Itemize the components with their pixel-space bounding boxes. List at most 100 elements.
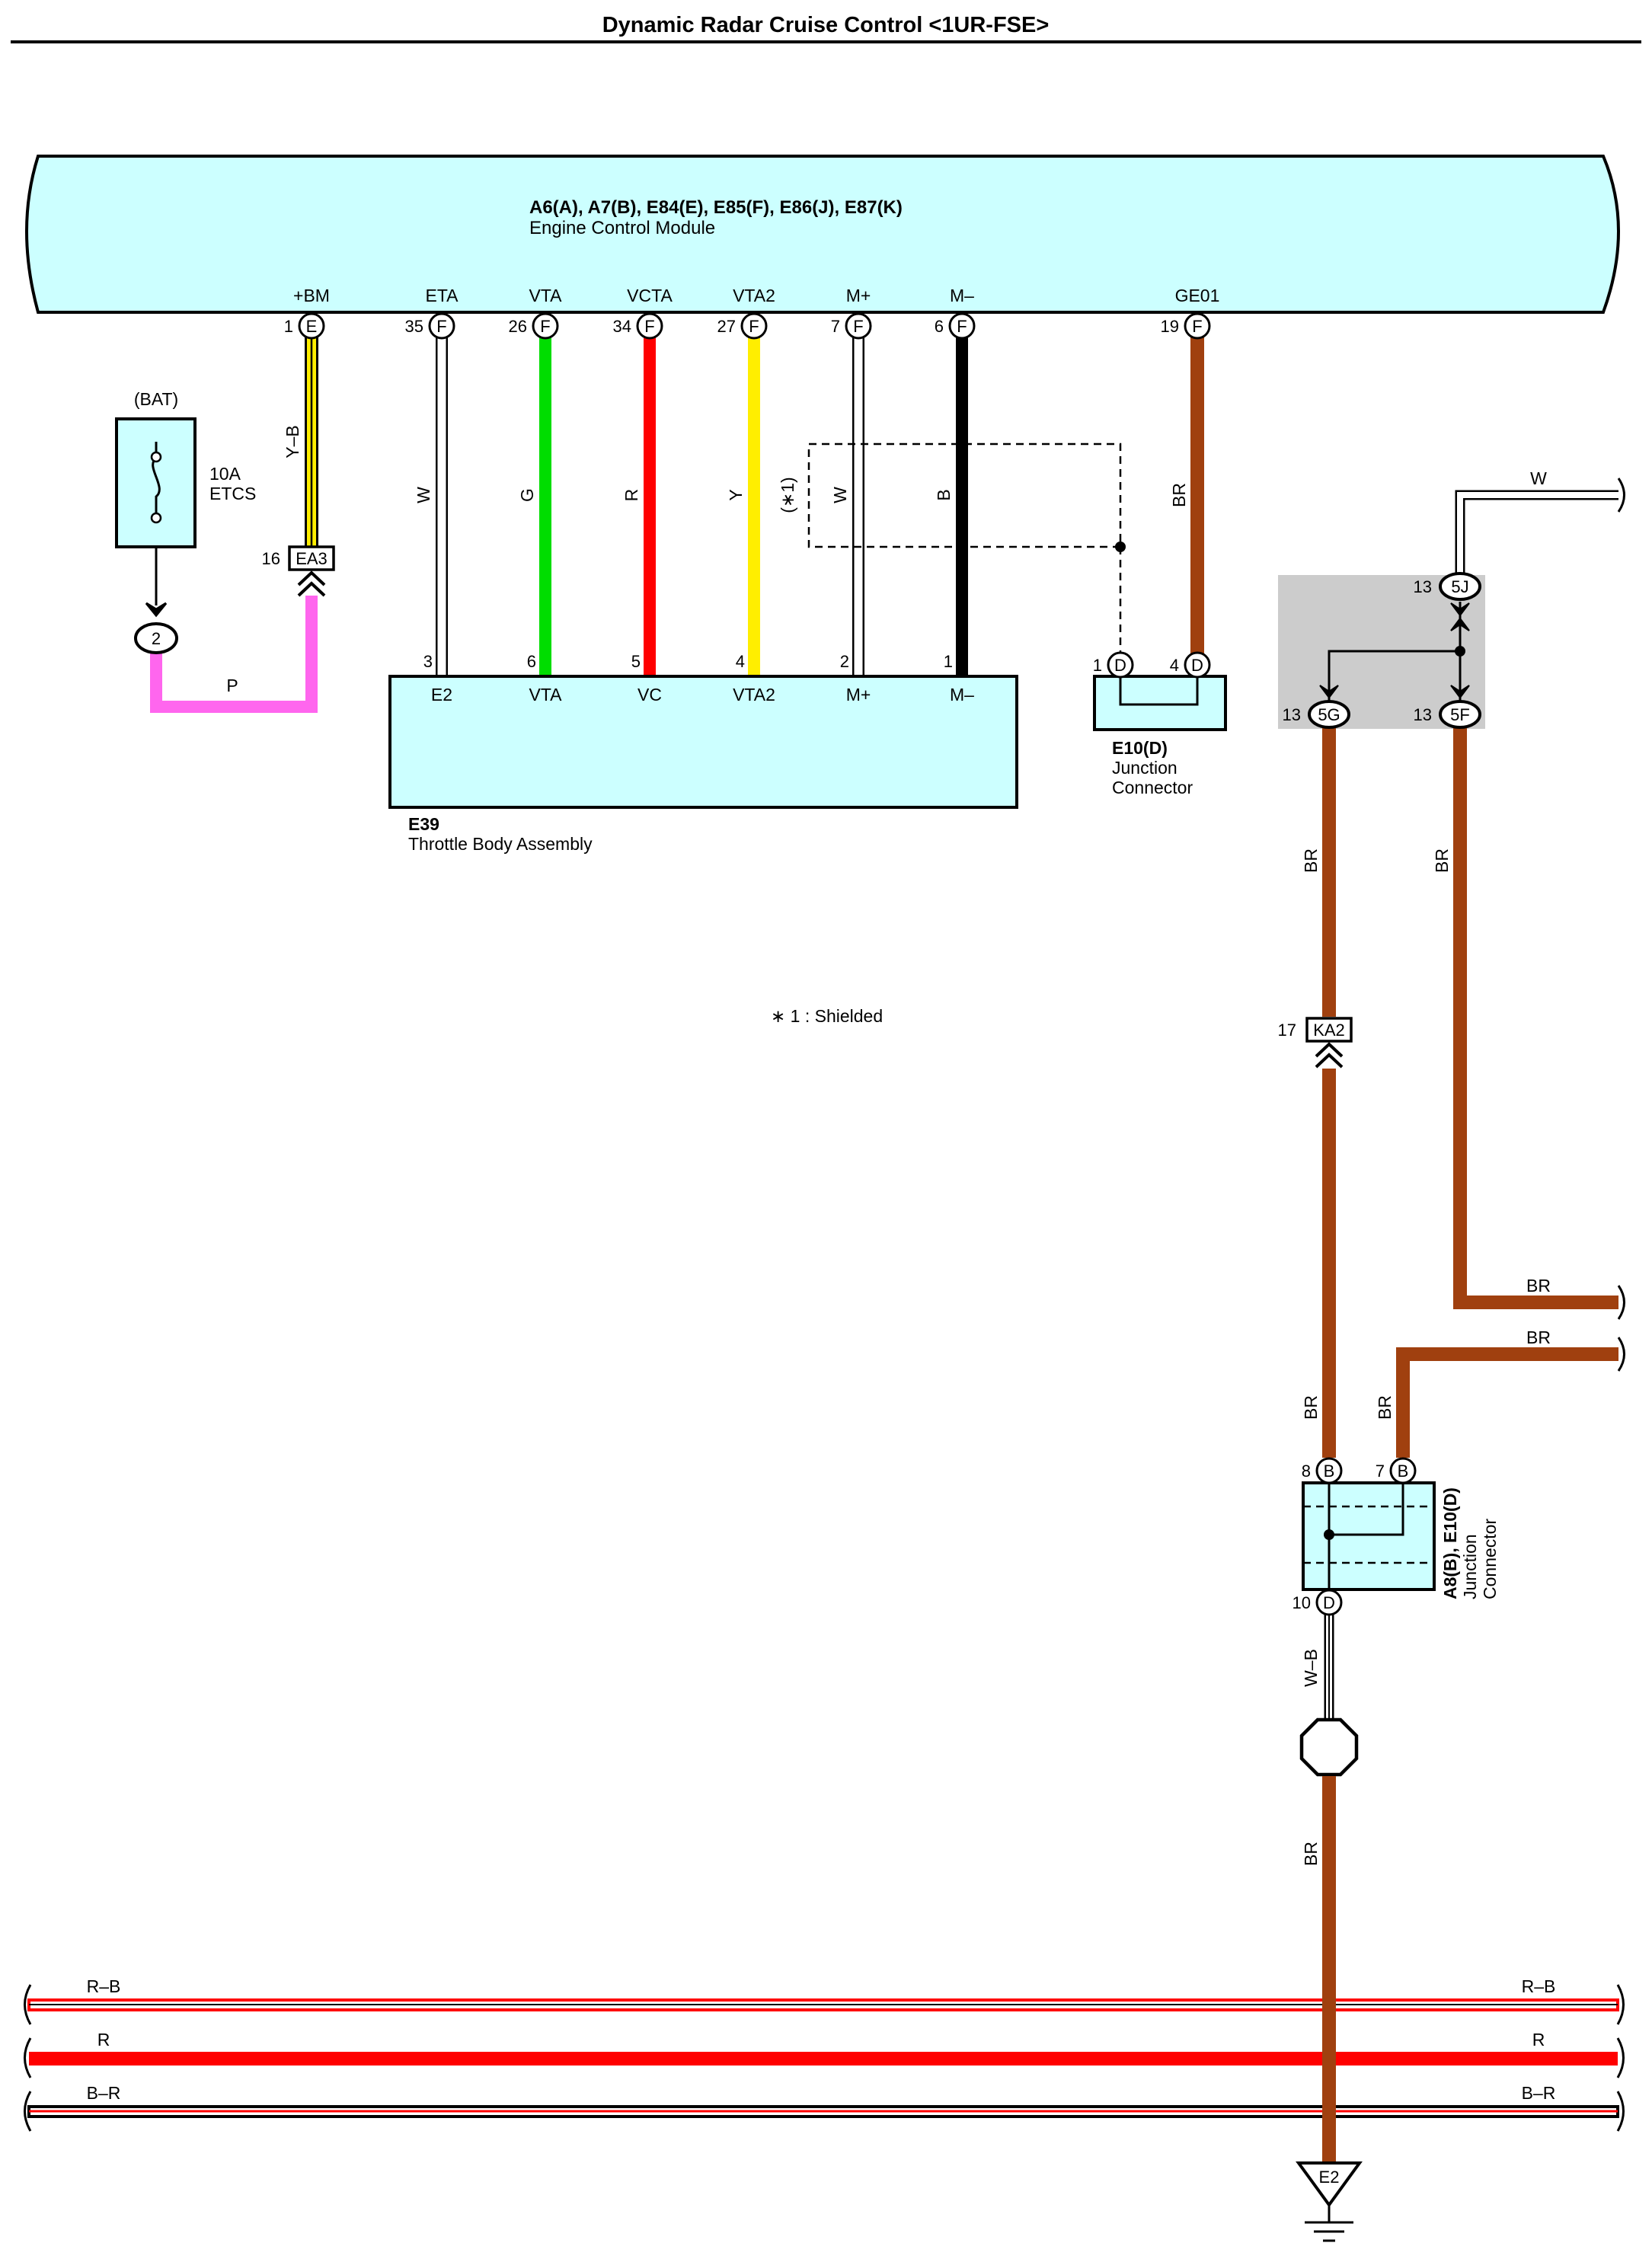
- wire-br-in-break-icon: [1617, 1337, 1625, 1372]
- throttle-pin-label-vta2: VTA2: [733, 685, 775, 704]
- e10-pin-num-4: 4: [1170, 656, 1179, 675]
- ecm-name: Engine Control Module: [529, 218, 715, 238]
- joint-bus-branch: [1328, 650, 1460, 701]
- a8-pin-conn-10: D: [1323, 1593, 1335, 1612]
- ecm-pin-num-vcta: 34: [613, 317, 631, 336]
- a8-pin-conn-8: B: [1324, 1462, 1335, 1481]
- ea3-label: EA3: [296, 549, 328, 568]
- wire-label-y: Y: [726, 489, 746, 500]
- throttle-pin-num-vta2: 4: [736, 652, 745, 671]
- a8-line2: Connector: [1480, 1519, 1500, 1599]
- shield-note: ∗ 1 : Shielded: [771, 1006, 883, 1026]
- ecm-pin-label-bm: +BM: [293, 286, 330, 305]
- throttle-pin-num-mminus: 1: [944, 652, 953, 671]
- e10-pin-circle-4: [1184, 651, 1211, 679]
- joint-top-arrows-icon: [1450, 602, 1470, 631]
- ecm-pin-num-mplus: 7: [831, 317, 840, 336]
- throttle-pin-num-vta: 6: [527, 652, 536, 671]
- ecm-pin-circle-mminus: [948, 312, 976, 340]
- joint-right-arrow-icon: [1450, 685, 1470, 699]
- e10-pin-conn-1: D: [1114, 656, 1126, 675]
- joint-left-arrow-icon: [1319, 685, 1339, 699]
- ecm-pin-num-ge01: 19: [1161, 317, 1179, 336]
- ecm-pin-label-mplus: M+: [846, 286, 871, 305]
- a8-code: A8(B), E10(D): [1440, 1487, 1460, 1599]
- a8-dashed-lines: [1303, 1505, 1434, 1564]
- a8-splice: [1324, 1529, 1334, 1540]
- throttle-pin-label-e2: E2: [431, 685, 452, 704]
- ecm-pin-conn-vcta: F: [644, 317, 654, 336]
- bus-break-right-icon: [1616, 1984, 1625, 2132]
- octagon-splice-icon: [1299, 1717, 1359, 1777]
- e10-pin-conn-4: D: [1191, 656, 1203, 675]
- ka2-label: KA2: [1313, 1021, 1345, 1040]
- fuse-box: [115, 417, 197, 548]
- ecm-pin-conn-mminus: F: [957, 317, 967, 336]
- ecm-pin-circle-vcta: [636, 312, 663, 340]
- fuse-rating: 10A: [209, 464, 241, 484]
- bus-label-rb-left: R–B: [87, 1976, 121, 1996]
- e10-code: E10(D): [1112, 738, 1168, 758]
- wire-label-p: P: [226, 676, 238, 695]
- ecm-pin-num-vta2: 27: [717, 317, 736, 336]
- wire-label-yb: Y–B: [283, 425, 302, 458]
- shield-mark: (∗1): [778, 477, 797, 513]
- a8-box: [1302, 1481, 1436, 1591]
- fuse-lead-arrow-icon: [145, 602, 168, 618]
- e10-internal-link: [1119, 676, 1199, 706]
- joint-pin-top-label: 5J: [1451, 577, 1468, 596]
- fuse-terminal-bottom: [150, 512, 162, 524]
- e10-pin-num-1: 1: [1093, 656, 1102, 675]
- wire-w-in: [1457, 492, 1618, 575]
- joint-splice: [1455, 646, 1465, 657]
- wire-label-b: B: [934, 489, 954, 500]
- ecm-pin-label-vta: VTA: [529, 286, 562, 305]
- ka2-num: 17: [1278, 1021, 1296, 1040]
- ecm-pin-label-mminus: M–: [950, 286, 974, 305]
- wire-w-in-break-icon: [1617, 478, 1625, 513]
- wire-label-r: R: [621, 489, 641, 502]
- joint-pin-right-label: 5F: [1450, 705, 1470, 724]
- ecm-pin-circle-vta: [532, 312, 559, 340]
- wire-br-5f: [1453, 727, 1618, 1309]
- wire-label-br-lower: BR: [1301, 1395, 1321, 1420]
- a8-line1: Junction: [1460, 1534, 1480, 1599]
- e10-pin-circle-1: [1107, 651, 1134, 679]
- ecm-codes: A6(A), A7(B), E84(E), E85(F), E86(J), E8…: [529, 197, 903, 218]
- wire-w-in-outline: [1455, 490, 1618, 575]
- ecm-pin-label-ge01: GE01: [1175, 286, 1220, 305]
- throttle-code: E39: [408, 814, 439, 834]
- ecm-pin-conn-vta: F: [540, 317, 550, 336]
- ecm-pin-num-bm: 1: [284, 317, 293, 336]
- ecm-pin-num-vta: 26: [509, 317, 527, 336]
- ecm-pin-circle-mplus: [845, 312, 872, 340]
- ecm-pin-num-mminus: 6: [935, 317, 944, 336]
- throttle-pin-num-mplus: 2: [840, 652, 849, 671]
- wire-label-wb: W–B: [1301, 1649, 1321, 1687]
- wire-label-br-in-vertical: BR: [1375, 1395, 1395, 1420]
- ecm-box: [25, 155, 1620, 314]
- bus-break-left-icon: [24, 1984, 32, 2132]
- wire-br-in: [1396, 1347, 1618, 1458]
- wire-label-br-5f: BR: [1432, 848, 1452, 873]
- bus-label-br-left: B–R: [87, 2083, 121, 2103]
- ka2-chevron-icon: [1315, 1042, 1344, 1069]
- wire-p: [150, 596, 318, 713]
- fuse-terminal-top: [150, 451, 162, 463]
- joint-pin-right-num: 13: [1414, 705, 1432, 724]
- ea3-num: 16: [262, 549, 280, 568]
- wire-label-br-ge01: BR: [1169, 483, 1189, 507]
- joint-pin-top: [1439, 572, 1481, 601]
- ground-point-icon: [1296, 2161, 1363, 2208]
- wire-label-w-eta: W: [414, 487, 433, 503]
- ecm-pin-conn-bm: E: [306, 317, 318, 336]
- wire-label-br-ground: BR: [1301, 1842, 1321, 1866]
- bus-label-r-left: R: [97, 2030, 110, 2050]
- ecm-pin-circle-ge01: [1184, 312, 1211, 340]
- fuse-pin-num: 2: [152, 629, 161, 648]
- a8-pin-num-10: 10: [1293, 1593, 1311, 1612]
- fuse-source: (BAT): [134, 389, 178, 409]
- joint-pin-top-num: 13: [1414, 577, 1432, 596]
- wire-label-br-5f-out: BR: [1526, 1276, 1551, 1296]
